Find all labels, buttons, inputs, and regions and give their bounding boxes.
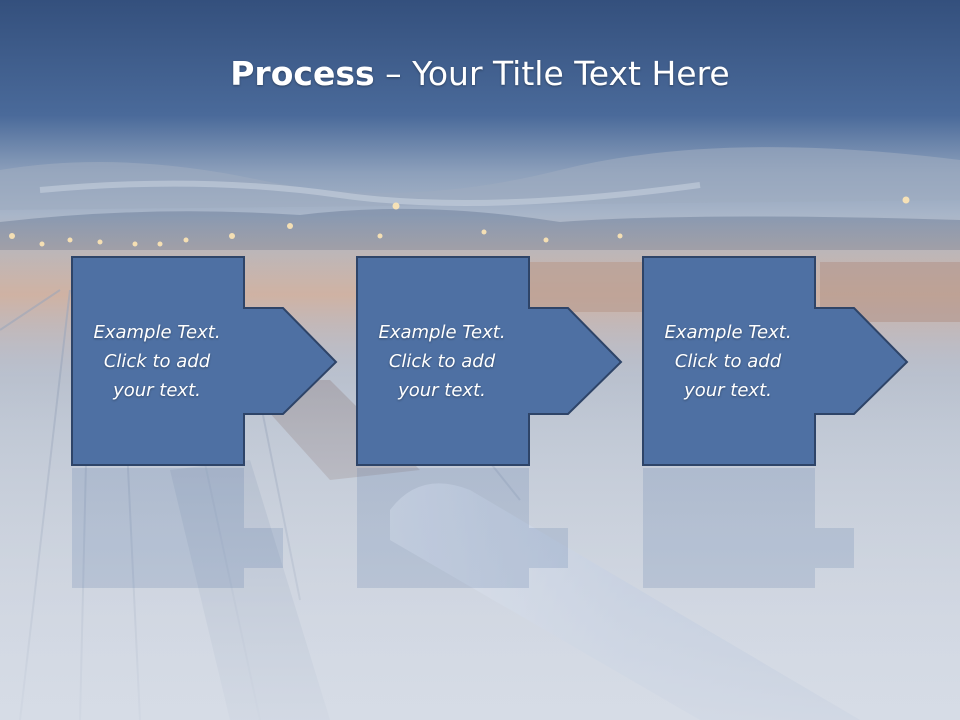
process-step-3[interactable]: Example Text. Click to add your text. — [642, 256, 922, 470]
step-text[interactable]: Example Text. Click to add your text. — [378, 321, 506, 401]
step-text[interactable]: Example Text. Click to add your text. — [93, 321, 221, 401]
process-step-2[interactable]: Example Text. Click to add your text. — [356, 256, 636, 470]
step-text[interactable]: Example Text. Click to add your text. — [664, 321, 792, 401]
process-step-1[interactable]: Example Text. Click to add your text. — [71, 256, 351, 470]
arrow-box-shape — [642, 256, 909, 466]
title-bold-part: Process — [230, 54, 375, 93]
slide-title[interactable]: Process – Your Title Text Here — [0, 52, 960, 96]
title-rest-part: – Your Title Text Here — [374, 54, 730, 93]
step-reflection — [643, 468, 854, 588]
step-reflection — [357, 468, 568, 588]
arrow-box-shape — [71, 256, 338, 466]
step-reflection — [72, 468, 283, 588]
arrow-box-shape — [356, 256, 623, 466]
